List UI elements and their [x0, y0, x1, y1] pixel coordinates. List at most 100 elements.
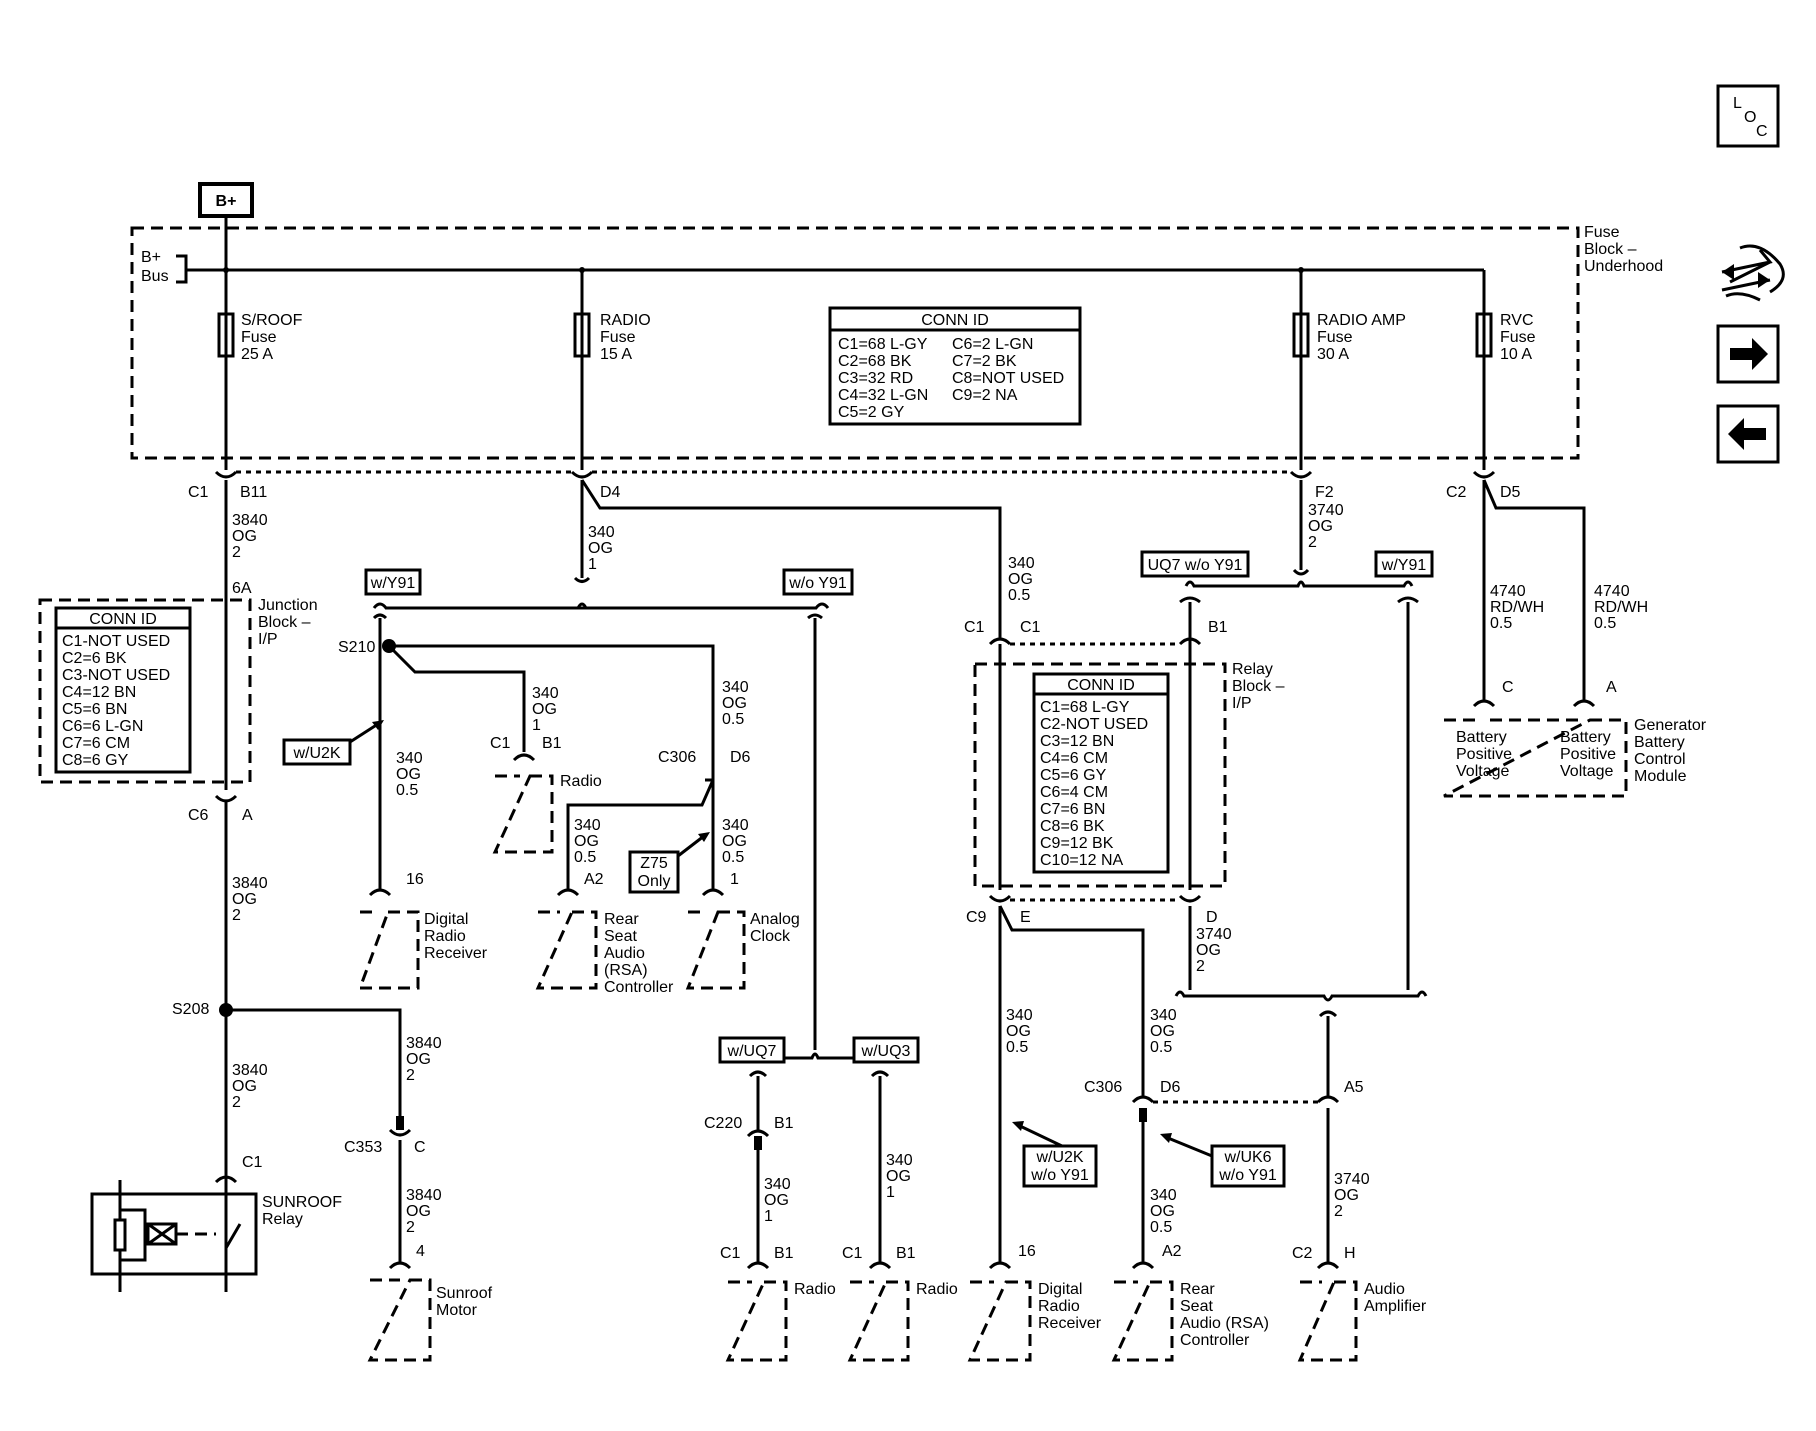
svg-text:15 A: 15 A	[600, 346, 632, 363]
svg-text:2: 2	[232, 1094, 241, 1111]
svg-text:Module: Module	[1634, 768, 1687, 785]
svg-text:3840: 3840	[232, 875, 268, 892]
svg-text:OG: OG	[532, 701, 557, 718]
svg-text:0.5: 0.5	[1006, 1039, 1028, 1056]
svg-text:(RSA): (RSA)	[604, 962, 648, 979]
arrow-right-icon[interactable]	[1716, 324, 1780, 384]
svg-text:340: 340	[588, 524, 615, 541]
svg-text:UQ7 w/o Y91: UQ7 w/o Y91	[1148, 557, 1243, 574]
svg-text:Motor: Motor	[436, 1302, 478, 1319]
arrow-left-icon[interactable]	[1716, 404, 1780, 464]
svg-text:340: 340	[1006, 1007, 1033, 1024]
svg-text:Control: Control	[1634, 751, 1686, 768]
svg-text:OG: OG	[1150, 1023, 1175, 1040]
svg-text:C6=2 L-GN: C6=2 L-GN	[952, 336, 1033, 353]
svg-text:RADIO: RADIO	[600, 312, 651, 329]
svg-text:Voltage: Voltage	[1456, 763, 1509, 780]
conn-c220: C220	[704, 1115, 742, 1132]
svg-text:OG: OG	[722, 833, 747, 850]
relay-block-label: Relay	[1232, 661, 1273, 678]
radio-2: Radio	[847, 1280, 958, 1362]
svg-text:C6=4 CM: C6=4 CM	[1040, 784, 1108, 801]
option-w-y91-a	[364, 568, 422, 596]
conn-c1: C1	[188, 484, 209, 501]
loc-button[interactable]: L O C	[1716, 84, 1780, 148]
svg-text:340: 340	[722, 679, 749, 696]
rsa-controller-a: Rear Seat Audio (RSA) Controller	[535, 910, 674, 996]
svg-text:C3-NOT USED: C3-NOT USED	[62, 667, 170, 684]
svg-text:30 A: 30 A	[1317, 346, 1349, 363]
svg-text:Controller: Controller	[1180, 1332, 1250, 1349]
svg-text:Positive: Positive	[1560, 746, 1616, 763]
svg-text:w/Y91: w/Y91	[1381, 557, 1427, 574]
pin-d-rb: D	[1206, 909, 1218, 926]
svg-text:2: 2	[406, 1067, 415, 1084]
svg-text:0.5: 0.5	[1150, 1219, 1172, 1236]
svg-text:Analog: Analog	[750, 911, 800, 928]
svg-text:w/UQ3: w/UQ3	[861, 1043, 911, 1060]
svg-text:3840: 3840	[232, 1062, 268, 1079]
pin-d4: D4	[600, 484, 621, 501]
svg-text:C7=6 CM: C7=6 CM	[62, 735, 130, 752]
svg-text:1: 1	[764, 1208, 773, 1225]
loc-c: C	[1756, 123, 1768, 140]
svg-text:C1=68 L-GY: C1=68 L-GY	[838, 336, 928, 353]
svg-text:CONN ID: CONN ID	[89, 611, 157, 628]
conn-c9: C9	[966, 909, 987, 926]
svg-text:OG: OG	[406, 1051, 431, 1068]
wrench-tools-icon[interactable]	[1721, 244, 1785, 302]
svg-text:w/Y91: w/Y91	[370, 575, 416, 592]
svg-text:Battery: Battery	[1634, 734, 1685, 751]
svg-text:2: 2	[1196, 958, 1205, 975]
junction-block-label-3: I/P	[258, 631, 278, 648]
svg-text:OG: OG	[574, 833, 599, 850]
loc-o: O	[1744, 109, 1756, 126]
svg-text:Controller: Controller	[604, 979, 674, 996]
svg-text:Only: Only	[638, 873, 671, 890]
svg-text:CONN ID: CONN ID	[921, 312, 989, 329]
loc-l: L	[1733, 95, 1742, 112]
svg-text:C3=12 BN: C3=12 BN	[1040, 733, 1114, 750]
pin-4: 4	[416, 1243, 425, 1260]
svg-text:C9=2 NA: C9=2 NA	[952, 387, 1018, 404]
junction-block-label: Junction	[258, 597, 318, 614]
conn-c306-b: C306	[1084, 1079, 1122, 1096]
pin-h-amp: H	[1344, 1245, 1356, 1262]
svg-text:C1=68 L-GY: C1=68 L-GY	[1040, 699, 1130, 716]
pin-b1-c220: B1	[774, 1115, 794, 1132]
svg-text:SUNROOF: SUNROOF	[262, 1194, 342, 1211]
svg-text:340: 340	[1150, 1007, 1177, 1024]
svg-text:Rear: Rear	[1180, 1281, 1215, 1298]
svg-text:C6=6 L-GN: C6=6 L-GN	[62, 718, 143, 735]
svg-text:Positive: Positive	[1456, 746, 1512, 763]
conn-c1-radio: C1	[490, 735, 511, 752]
svg-text:C7=2 BK: C7=2 BK	[952, 353, 1017, 370]
svg-text:1: 1	[532, 717, 541, 734]
svg-text:Fuse: Fuse	[241, 329, 277, 346]
conn-id-table-relay: CONN ID C1=68 L-GY C2-NOT USED C3=12 BN …	[1032, 672, 1170, 874]
fuse-block-label-2: Block –	[1584, 241, 1637, 258]
svg-text:Seat: Seat	[604, 928, 637, 945]
digital-radio-receiver-b: Digital Radio Receiver	[967, 1280, 1102, 1362]
svg-text:OG: OG	[764, 1192, 789, 1209]
option-w-y91-b	[1374, 550, 1434, 578]
conn-id-table-junction: CONN ID C1-NOT USED C2=6 BK C3-NOT USED …	[54, 606, 192, 774]
svg-text:Rear: Rear	[604, 911, 639, 928]
relay-block-label-2: Block –	[1232, 678, 1285, 695]
conn-id-table-fuse-block: CONN ID C1=68 L-GY C2=68 BK C3=32 RD C4=…	[828, 306, 1082, 426]
svg-text:w/U2K: w/U2K	[1035, 1149, 1083, 1166]
svg-text:Digital: Digital	[1038, 1281, 1082, 1298]
